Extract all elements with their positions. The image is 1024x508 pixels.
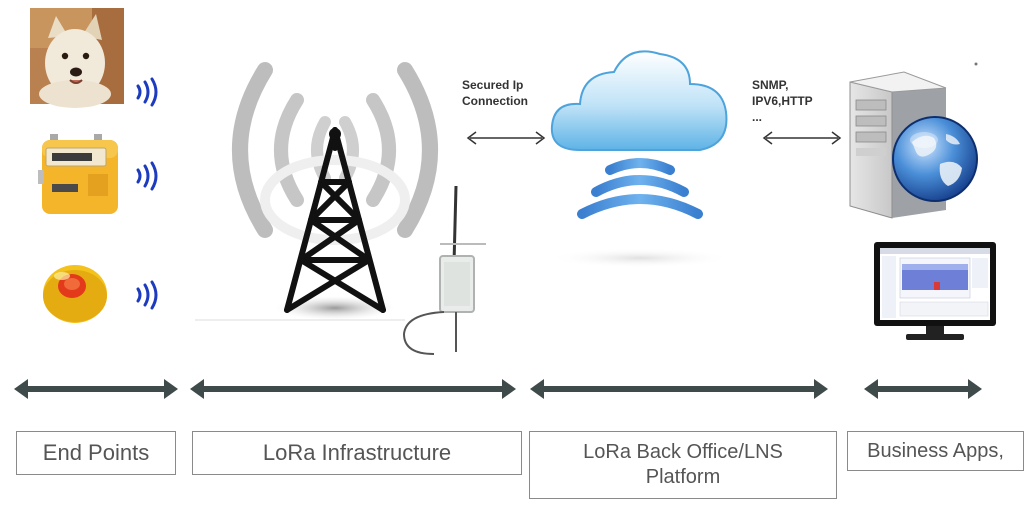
scope-arrow-end-points bbox=[14, 379, 178, 399]
connection-arrow-right bbox=[762, 131, 842, 145]
protocols-line2: IPV6,HTTP bbox=[752, 94, 813, 108]
cloud-icon bbox=[548, 50, 732, 268]
section-business-apps-label: Business Apps, bbox=[867, 439, 1004, 462]
section-lora-infrastructure: LoRa Infrastructure bbox=[192, 431, 522, 475]
section-back-office-line1: LoRa Back Office/LNS bbox=[583, 441, 783, 463]
dog-photo bbox=[30, 8, 124, 108]
gas-meter-icon bbox=[38, 134, 118, 214]
connection-arrow-left bbox=[466, 131, 546, 145]
signal-icon-3 bbox=[136, 280, 158, 310]
section-lora-infrastructure-label: LoRa Infrastructure bbox=[262, 440, 452, 465]
protocols-line3: ... bbox=[752, 110, 763, 124]
signal-icon-1 bbox=[136, 77, 158, 107]
section-back-office-line2: Platform bbox=[645, 466, 721, 488]
section-back-office: LoRa Back Office/LNS Platform bbox=[529, 431, 837, 499]
secured-ip-line2: Connection bbox=[462, 94, 528, 108]
monitor-icon bbox=[874, 242, 996, 340]
protocols-label: SNMP, IPV6,HTTP ... bbox=[752, 77, 813, 125]
scope-arrow-infrastructure bbox=[190, 379, 516, 399]
globe-icon bbox=[892, 116, 978, 202]
section-end-points-label: End Points bbox=[42, 440, 150, 465]
section-end-points: End Points bbox=[16, 431, 176, 475]
signal-icon-2 bbox=[136, 161, 158, 191]
protocols-line1: SNMP, bbox=[752, 78, 789, 92]
gateway-antenna-icon bbox=[402, 185, 486, 355]
secured-ip-line1: Secured Ip bbox=[462, 78, 524, 92]
cell-tower-icon bbox=[195, 62, 438, 321]
section-business-apps: Business Apps, bbox=[847, 431, 1024, 471]
scope-arrow-business-apps bbox=[864, 379, 982, 399]
scope-arrow-back-office bbox=[530, 379, 828, 399]
yellow-sensor-icon bbox=[43, 265, 107, 323]
secured-ip-label: Secured Ip Connection bbox=[462, 77, 528, 109]
